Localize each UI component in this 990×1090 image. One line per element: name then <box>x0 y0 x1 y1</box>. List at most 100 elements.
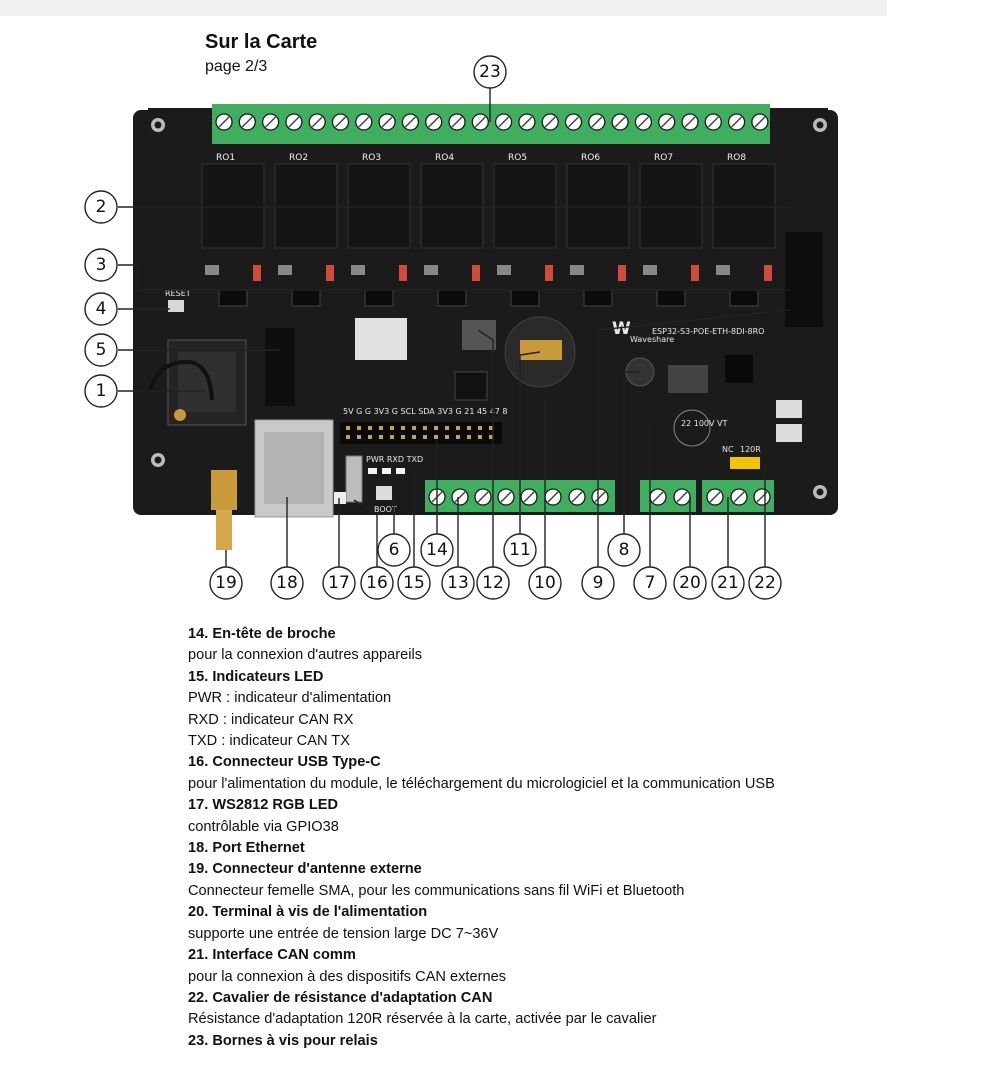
callout-circle <box>503 533 537 567</box>
rxd-led <box>382 468 391 474</box>
callout-number: 11 <box>509 540 531 560</box>
relay <box>566 163 630 249</box>
callout-circle <box>377 533 411 567</box>
relay <box>274 163 338 249</box>
description-line: Résistance d'adaptation 120R réservée à … <box>188 1011 657 1028</box>
callout-circle <box>84 248 118 282</box>
callout-number: 2 <box>96 197 107 217</box>
description-heading: 20. Terminal à vis de l'alimentation <box>188 904 428 921</box>
callout-circle <box>473 55 507 89</box>
callout-number: 16 <box>366 573 388 593</box>
description-heading: 16. Connecteur USB Type-C <box>188 754 381 771</box>
relay <box>347 163 411 249</box>
description-heading: 22. Cavalier de résistance d'adaptation … <box>188 989 493 1006</box>
callout-number: 15 <box>403 573 425 593</box>
callout-number: 9 <box>593 573 604 593</box>
relay-label: RO6 <box>581 153 600 163</box>
reset-button[interactable] <box>168 300 184 312</box>
description-heading: 14. En-tête de broche <box>188 626 336 642</box>
side-header <box>265 328 295 406</box>
callout-number: 21 <box>717 573 739 593</box>
description-line: pour la connexion à des dispositifs CAN … <box>188 968 506 985</box>
pin-header <box>340 422 502 444</box>
relay <box>201 163 265 249</box>
callout-circle <box>84 292 118 326</box>
relay-label: RO2 <box>289 153 308 163</box>
relay-label: RO1 <box>216 153 235 163</box>
callout-number: 3 <box>96 255 107 275</box>
description-line: PWR : indicateur d'alimentation <box>188 690 392 707</box>
page-title: Sur la Carte <box>205 31 318 53</box>
buzzer <box>462 320 496 350</box>
callout-circle <box>84 190 118 224</box>
relay <box>712 163 776 249</box>
can-jumper[interactable] <box>730 457 760 469</box>
power-inductor <box>668 365 708 393</box>
sma-connector <box>211 470 237 510</box>
pwr-led <box>368 468 377 474</box>
callout-circle <box>711 566 745 600</box>
boot-button[interactable] <box>376 486 392 500</box>
callout-number: 5 <box>96 340 107 360</box>
callout-number: 8 <box>619 540 630 560</box>
description-heading: 15. Indicateurs LED <box>188 668 324 685</box>
callout-number: 7 <box>645 573 656 593</box>
callout-circle <box>84 374 118 408</box>
callout-circle <box>633 566 667 600</box>
description-heading: 17. WS2812 RGB LED <box>188 797 339 814</box>
callout-number: 20 <box>679 573 701 593</box>
relay-screw-terminals <box>212 104 770 144</box>
ws2812-led <box>334 492 346 504</box>
callout-circle <box>209 566 243 600</box>
boot-label: BOOT <box>374 505 397 514</box>
callout-circle <box>748 566 782 600</box>
description-heading: 21. Interface CAN comm <box>188 947 356 964</box>
relay-label: RO7 <box>654 153 673 163</box>
callout-number: 17 <box>328 573 350 593</box>
callout-circle <box>581 566 615 600</box>
txd-led <box>396 468 405 474</box>
can-nc-label: NC <box>722 445 734 454</box>
waveshare-logo-icon: W <box>612 319 631 339</box>
callout-number: 18 <box>276 573 298 593</box>
description-line: TXD : indicateur CAN TX <box>188 733 350 750</box>
description-heading: 19. Connecteur d'antenne externe <box>188 861 422 878</box>
callout-circle <box>360 566 394 600</box>
callout-number: 22 <box>754 573 776 593</box>
top-bar <box>0 0 887 16</box>
callout-number: 1 <box>96 381 107 401</box>
description-line: RXD : indicateur CAN RX <box>188 711 354 728</box>
callout-circle <box>476 566 510 600</box>
usb-c-connector <box>345 455 363 503</box>
callout-circle <box>84 333 118 367</box>
callout-circle <box>607 533 641 567</box>
relay <box>639 163 703 249</box>
description-heading: 23. Bornes à vis pour relais <box>188 1032 378 1049</box>
callout-number: 19 <box>215 573 237 593</box>
callout-number: 13 <box>447 573 469 593</box>
description-line: pour l'alimentation du module, le téléch… <box>188 775 775 792</box>
description-line: contrôlable via GPIO38 <box>188 818 339 835</box>
relay-label: RO8 <box>727 153 746 163</box>
callout-circle <box>528 566 562 600</box>
relay-label: RO4 <box>435 153 454 163</box>
description-line: supporte une entrée de tension large DC … <box>188 925 499 942</box>
status-labels: PWR RXD TXD <box>366 455 423 464</box>
callout-circle <box>322 566 356 600</box>
model-label: ESP32-S3-POE-ETH-8DI-8RO <box>652 327 764 336</box>
brand-label: Waveshare <box>630 335 674 344</box>
callout-number: 14 <box>426 540 448 560</box>
callout-number: 6 <box>389 540 400 560</box>
callout-number: 10 <box>534 573 556 593</box>
callout-number: 23 <box>479 62 501 82</box>
page-subtitle: page 2/3 <box>205 58 268 75</box>
callout-circle <box>673 566 707 600</box>
description-heading: 18. Port Ethernet <box>188 840 305 857</box>
shield-pad <box>355 318 407 360</box>
relay <box>420 163 484 249</box>
relay-label: RO3 <box>362 153 381 163</box>
relay <box>493 163 557 249</box>
reset-label: RESET <box>165 289 191 298</box>
